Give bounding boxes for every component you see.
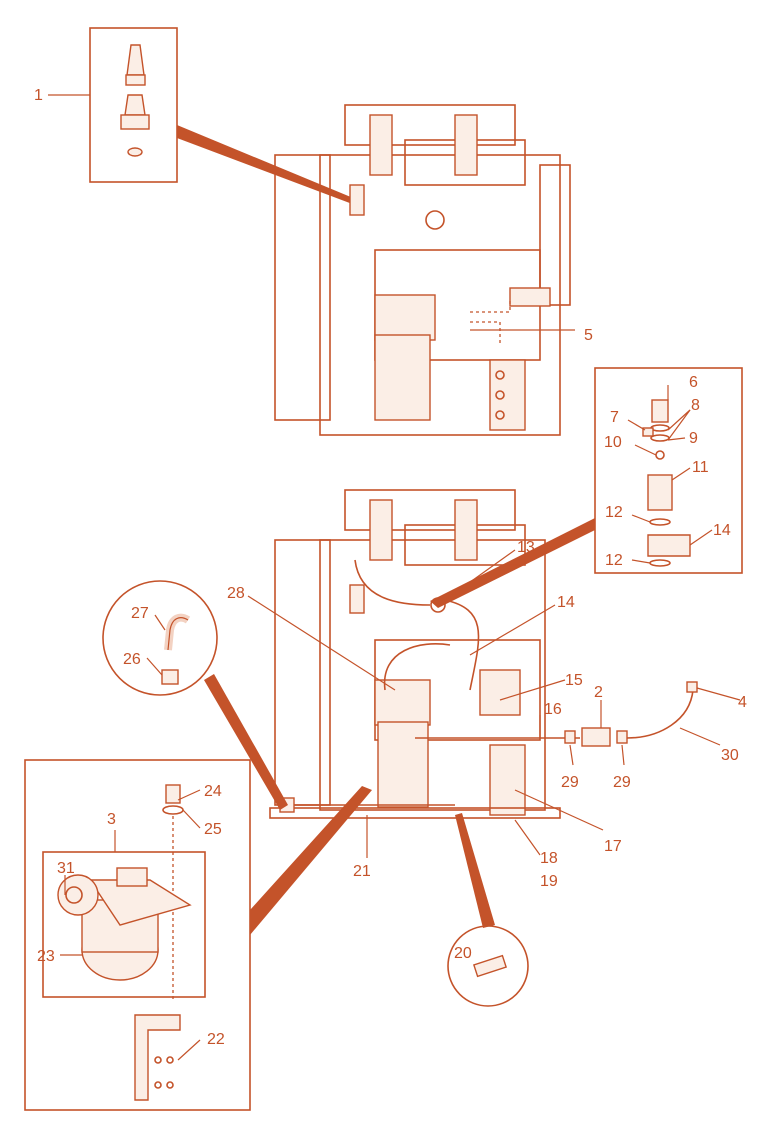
callout-16: 16 xyxy=(544,701,562,718)
callout-18: 18 xyxy=(540,850,558,867)
callout-22: 22 xyxy=(207,1031,225,1048)
callout-14: 14 xyxy=(557,594,575,611)
callout-29-right: 29 xyxy=(613,774,631,791)
callout-7: 7 xyxy=(610,409,619,426)
leader-lines xyxy=(48,94,741,1061)
callout-21: 21 xyxy=(353,863,371,880)
callout-9: 9 xyxy=(689,430,698,447)
callout-13: 13 xyxy=(517,539,535,556)
callout-12-bottom: 12 xyxy=(605,552,623,569)
callout-labels: 1 2 3 4 5 6 7 8 9 10 11 12 12 13 14 14 1… xyxy=(34,87,747,1048)
detail-circle-elbow xyxy=(102,580,288,810)
callout-4: 4 xyxy=(738,694,747,711)
callout-15: 15 xyxy=(565,672,583,689)
callout-28: 28 xyxy=(227,585,245,602)
detail-box-filter xyxy=(24,759,372,1111)
callout-5: 5 xyxy=(584,327,593,344)
callout-24: 24 xyxy=(204,783,222,800)
callout-30: 30 xyxy=(721,747,739,764)
callout-27: 27 xyxy=(131,605,149,622)
engine-lower xyxy=(269,489,698,819)
callout-19: 19 xyxy=(540,873,558,890)
callout-3: 3 xyxy=(107,811,116,828)
callout-20: 20 xyxy=(454,945,472,962)
callout-8: 8 xyxy=(691,397,700,414)
callout-2: 2 xyxy=(594,684,603,701)
callout-10: 10 xyxy=(604,434,622,451)
callout-31: 31 xyxy=(57,860,75,877)
callout-1: 1 xyxy=(34,87,43,104)
callout-12-top: 12 xyxy=(605,504,623,521)
detail-circle-coupling xyxy=(447,813,529,1007)
detail-box-banjo xyxy=(430,367,743,608)
callout-11: 11 xyxy=(692,459,709,476)
callout-25: 25 xyxy=(204,821,222,838)
callout-17: 17 xyxy=(604,838,622,855)
callout-14-detail: 14 xyxy=(713,522,731,539)
callout-26: 26 xyxy=(123,651,141,668)
engine-upper xyxy=(274,104,571,436)
callout-29-left: 29 xyxy=(561,774,579,791)
callout-6: 6 xyxy=(689,374,698,391)
callout-23: 23 xyxy=(37,948,55,965)
detail-box-sensor xyxy=(89,27,358,205)
